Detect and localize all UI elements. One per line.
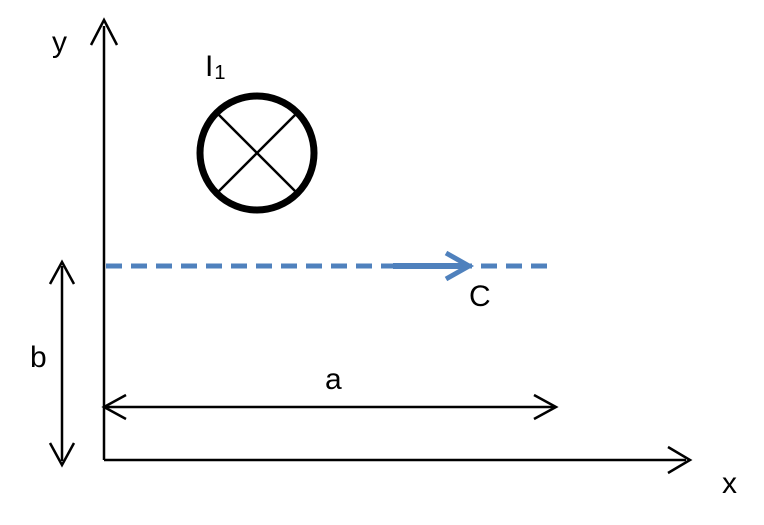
path-label: C [469, 280, 491, 313]
dimension-b-arrowhead-top [48, 259, 76, 285]
dimension-a-label: a [325, 363, 342, 396]
dimension-a-arrowhead-right [533, 393, 559, 421]
circle-cross-icon [196, 92, 318, 214]
dimension-b-arrowhead-bottom [48, 442, 76, 468]
dimension-a-arrowhead-left [101, 393, 127, 421]
path-direction-arrowhead [444, 250, 475, 282]
dimension-b-label: b [30, 341, 47, 374]
current-subscript: 1 [214, 62, 225, 84]
y-axis-arrowhead [89, 17, 119, 46]
current-symbol: I [205, 50, 213, 83]
current-label: I1 [205, 50, 225, 84]
x-axis-arrowhead [667, 445, 693, 475]
x-axis-label: x [722, 467, 737, 500]
y-axis-label: y [52, 26, 67, 59]
